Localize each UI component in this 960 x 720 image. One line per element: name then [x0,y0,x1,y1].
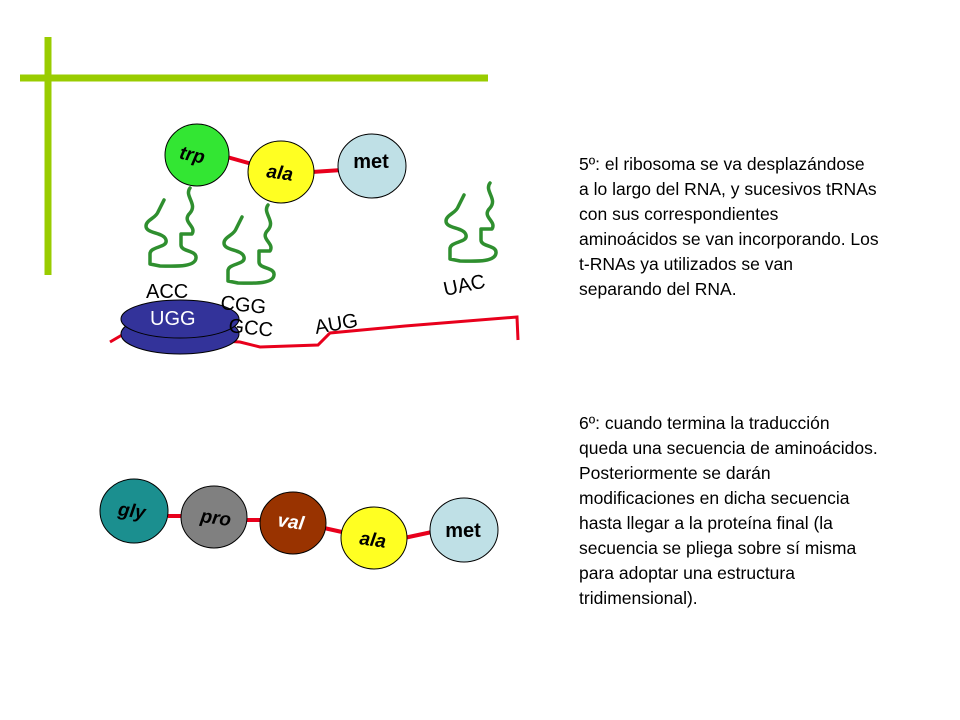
ribosome-upper [120,299,240,339]
anticodon-uac: UAC [441,271,487,301]
amino-acid-ala-top [247,140,315,204]
amino-acid-met-top [337,133,407,199]
codon-gcc: GCC [227,315,274,342]
step6-description: 6º: cuando termina la traducción queda u… [579,413,878,608]
trna-ala [222,203,276,285]
amino-acid-ala-bottom-label: ala [358,528,388,553]
codon-ugg: UGG [150,308,196,330]
amino-acid-ala-bottom [340,506,408,570]
amino-acid-trp-label: trp [178,143,207,169]
amino-acid-pro-label: pro [198,506,232,531]
peptide-bond-trp-ala [226,155,253,166]
peptide-bond-ala-met [311,168,343,174]
anticodon-cgg: CGG [219,292,267,319]
amino-acid-gly [99,478,169,544]
anticodon-acc: ACC [146,281,188,303]
trna-released [444,181,498,263]
amino-acid-val [259,491,327,555]
amino-acid-gly-label: gly [116,499,149,524]
amino-acid-pro [180,485,248,549]
amino-acid-met-bottom-label: met [445,520,481,542]
codon-aug: AUG [313,310,360,339]
trna-trp [144,186,198,268]
amino-acid-val-label: val [276,510,306,535]
amino-acid-met-top-label: met [353,151,389,173]
peptide-bond-ala-met-bottom [403,530,433,540]
amino-acid-trp [164,123,230,187]
peptide-bond-val-ala [323,526,343,534]
amino-acid-met-bottom [429,497,499,563]
amino-acid-ala-top-label: ala [265,161,295,186]
step5-description: 5º: el ribosoma se va desplazándose a lo… [579,154,879,299]
